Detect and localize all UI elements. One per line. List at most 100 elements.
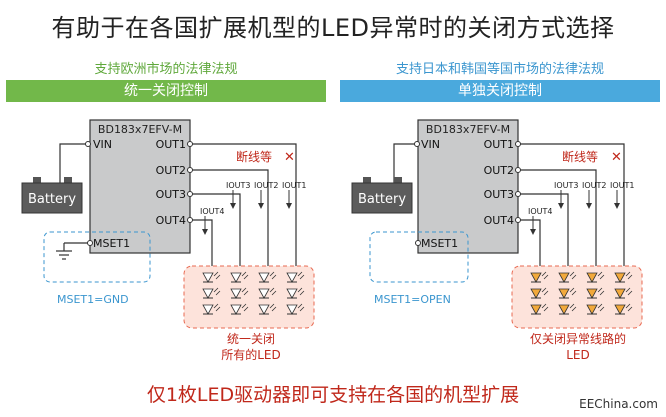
- right-iout1-label: IOUT1: [610, 181, 635, 190]
- led-light-icon: [297, 303, 305, 312]
- led-icon: [230, 272, 242, 283]
- right-pin-mset: MSET1: [421, 237, 458, 250]
- led-icon: [614, 272, 626, 283]
- led-light-icon: [241, 303, 249, 312]
- left-result-line2: 所有的LED: [221, 347, 281, 362]
- led-light-icon: [625, 271, 633, 280]
- led-light-icon: [625, 287, 633, 296]
- led-light-icon: [241, 271, 249, 280]
- right-mset-label: MSET1=OPEN: [374, 293, 451, 306]
- left-iout2-label: IOUT2: [254, 181, 279, 190]
- right-pin-out3: OUT3: [484, 188, 514, 201]
- led-light-icon: [541, 271, 549, 280]
- right-circuit: Battery BD183x7EFV-M VIN MSET1 OUT1 OUT2…: [351, 119, 643, 362]
- right-ic-name: BD183x7EFV-M: [426, 123, 510, 136]
- right-result-line2: LED: [566, 348, 590, 362]
- led-light-icon: [541, 287, 549, 296]
- led-icon: [530, 288, 542, 299]
- led-light-icon: [541, 303, 549, 312]
- right-pin-vin: VIN: [421, 138, 440, 151]
- led-light-icon: [213, 303, 221, 312]
- led-icon: [258, 272, 270, 283]
- right-led-box: [511, 265, 643, 329]
- left-battery-icon: [21, 177, 83, 214]
- right-fault-label: 断线等: [562, 149, 598, 164]
- left-panel-subtitle: 支持欧洲市场的法律法规: [94, 62, 238, 77]
- led-light-icon: [569, 287, 577, 296]
- left-fault-x-icon: ✕: [284, 150, 295, 165]
- led-light-icon: [213, 287, 221, 296]
- right-result-line1: 仅关闭异常线路的: [530, 331, 626, 346]
- led-icon: [586, 272, 598, 283]
- led-icon: [586, 288, 598, 299]
- led-light-icon: [297, 287, 305, 296]
- page-title: 有助于在各国扩展机型的LED异常时的关闭方式选择: [51, 14, 615, 42]
- left-pin-out3: OUT3: [156, 188, 186, 201]
- led-icon: [586, 304, 598, 315]
- right-iout4-label: IOUT4: [528, 207, 553, 216]
- led-icon: [530, 304, 542, 315]
- right-mset-box: [369, 231, 469, 283]
- right-pin-out2: OUT2: [484, 164, 514, 177]
- right-panel-header: 单独关闭控制: [340, 80, 660, 102]
- left-mset-box: [43, 231, 151, 283]
- right-iout3-label: IOUT3: [554, 181, 579, 190]
- led-icon: [286, 288, 298, 299]
- led-light-icon: [597, 271, 605, 280]
- led-light-icon: [297, 271, 305, 280]
- led-icon: [558, 304, 570, 315]
- ground-icon: [56, 250, 72, 260]
- left-result-line1: 统一关闭: [227, 332, 275, 346]
- right-battery-label: Battery: [358, 192, 406, 207]
- left-iout4-label: IOUT4: [200, 207, 225, 216]
- led-icon: [230, 304, 242, 315]
- led-light-icon: [269, 271, 277, 280]
- left-iout3-label: IOUT3: [226, 181, 251, 190]
- led-light-icon: [569, 271, 577, 280]
- left-pin-mset: MSET1: [93, 237, 130, 250]
- led-icon: [202, 272, 214, 283]
- led-icon: [230, 288, 242, 299]
- led-light-icon: [569, 303, 577, 312]
- right-panel-subtitle: 支持日本和韩国等国市场的法律法规: [395, 62, 604, 77]
- led-light-icon: [625, 303, 633, 312]
- led-light-icon: [241, 287, 249, 296]
- led-icon: [286, 272, 298, 283]
- brand-watermark: EEChina.com: [579, 397, 658, 411]
- right-led-array: [530, 271, 633, 315]
- led-light-icon: [269, 287, 277, 296]
- right-battery-icon: [351, 177, 413, 214]
- led-icon: [258, 288, 270, 299]
- left-ic-name: BD183x7EFV-M: [98, 123, 182, 136]
- left-ic-body: [89, 119, 191, 254]
- left-pin-out4: OUT4: [156, 214, 186, 227]
- left-fault-label: 断线等: [236, 149, 272, 164]
- right-ic-body: [417, 119, 519, 254]
- led-light-icon: [597, 287, 605, 296]
- right-fault-x-icon: ✕: [611, 150, 622, 165]
- led-icon: [286, 304, 298, 315]
- left-battery-label: Battery: [28, 192, 76, 207]
- led-icon: [202, 288, 214, 299]
- led-icon: [530, 272, 542, 283]
- footer-caption: 仅1枚LED驱动器即可支持在各国的机型扩展: [146, 384, 520, 406]
- right-pin-out1: OUT1: [484, 138, 514, 151]
- led-icon: [614, 288, 626, 299]
- led-icon: [258, 304, 270, 315]
- led-icon: [558, 272, 570, 283]
- led-icon: [558, 288, 570, 299]
- left-mset-label: MSET1=GND: [57, 293, 129, 306]
- right-pin-out4: OUT4: [484, 214, 514, 227]
- left-circuit: Battery BD183x7EFV-M VIN MSET1 OUT1 OUT2…: [21, 119, 315, 362]
- left-led-array: [202, 271, 305, 315]
- left-pin-out1: OUT1: [156, 138, 186, 151]
- led-light-icon: [213, 271, 221, 280]
- left-iout1-label: IOUT1: [282, 181, 307, 190]
- left-panel-header: 统一关闭控制: [6, 80, 326, 102]
- left-led-box: [183, 265, 315, 329]
- left-pin-out2: OUT2: [156, 164, 186, 177]
- left-pin-vin: VIN: [93, 138, 112, 151]
- right-iout2-label: IOUT2: [582, 181, 607, 190]
- led-light-icon: [597, 303, 605, 312]
